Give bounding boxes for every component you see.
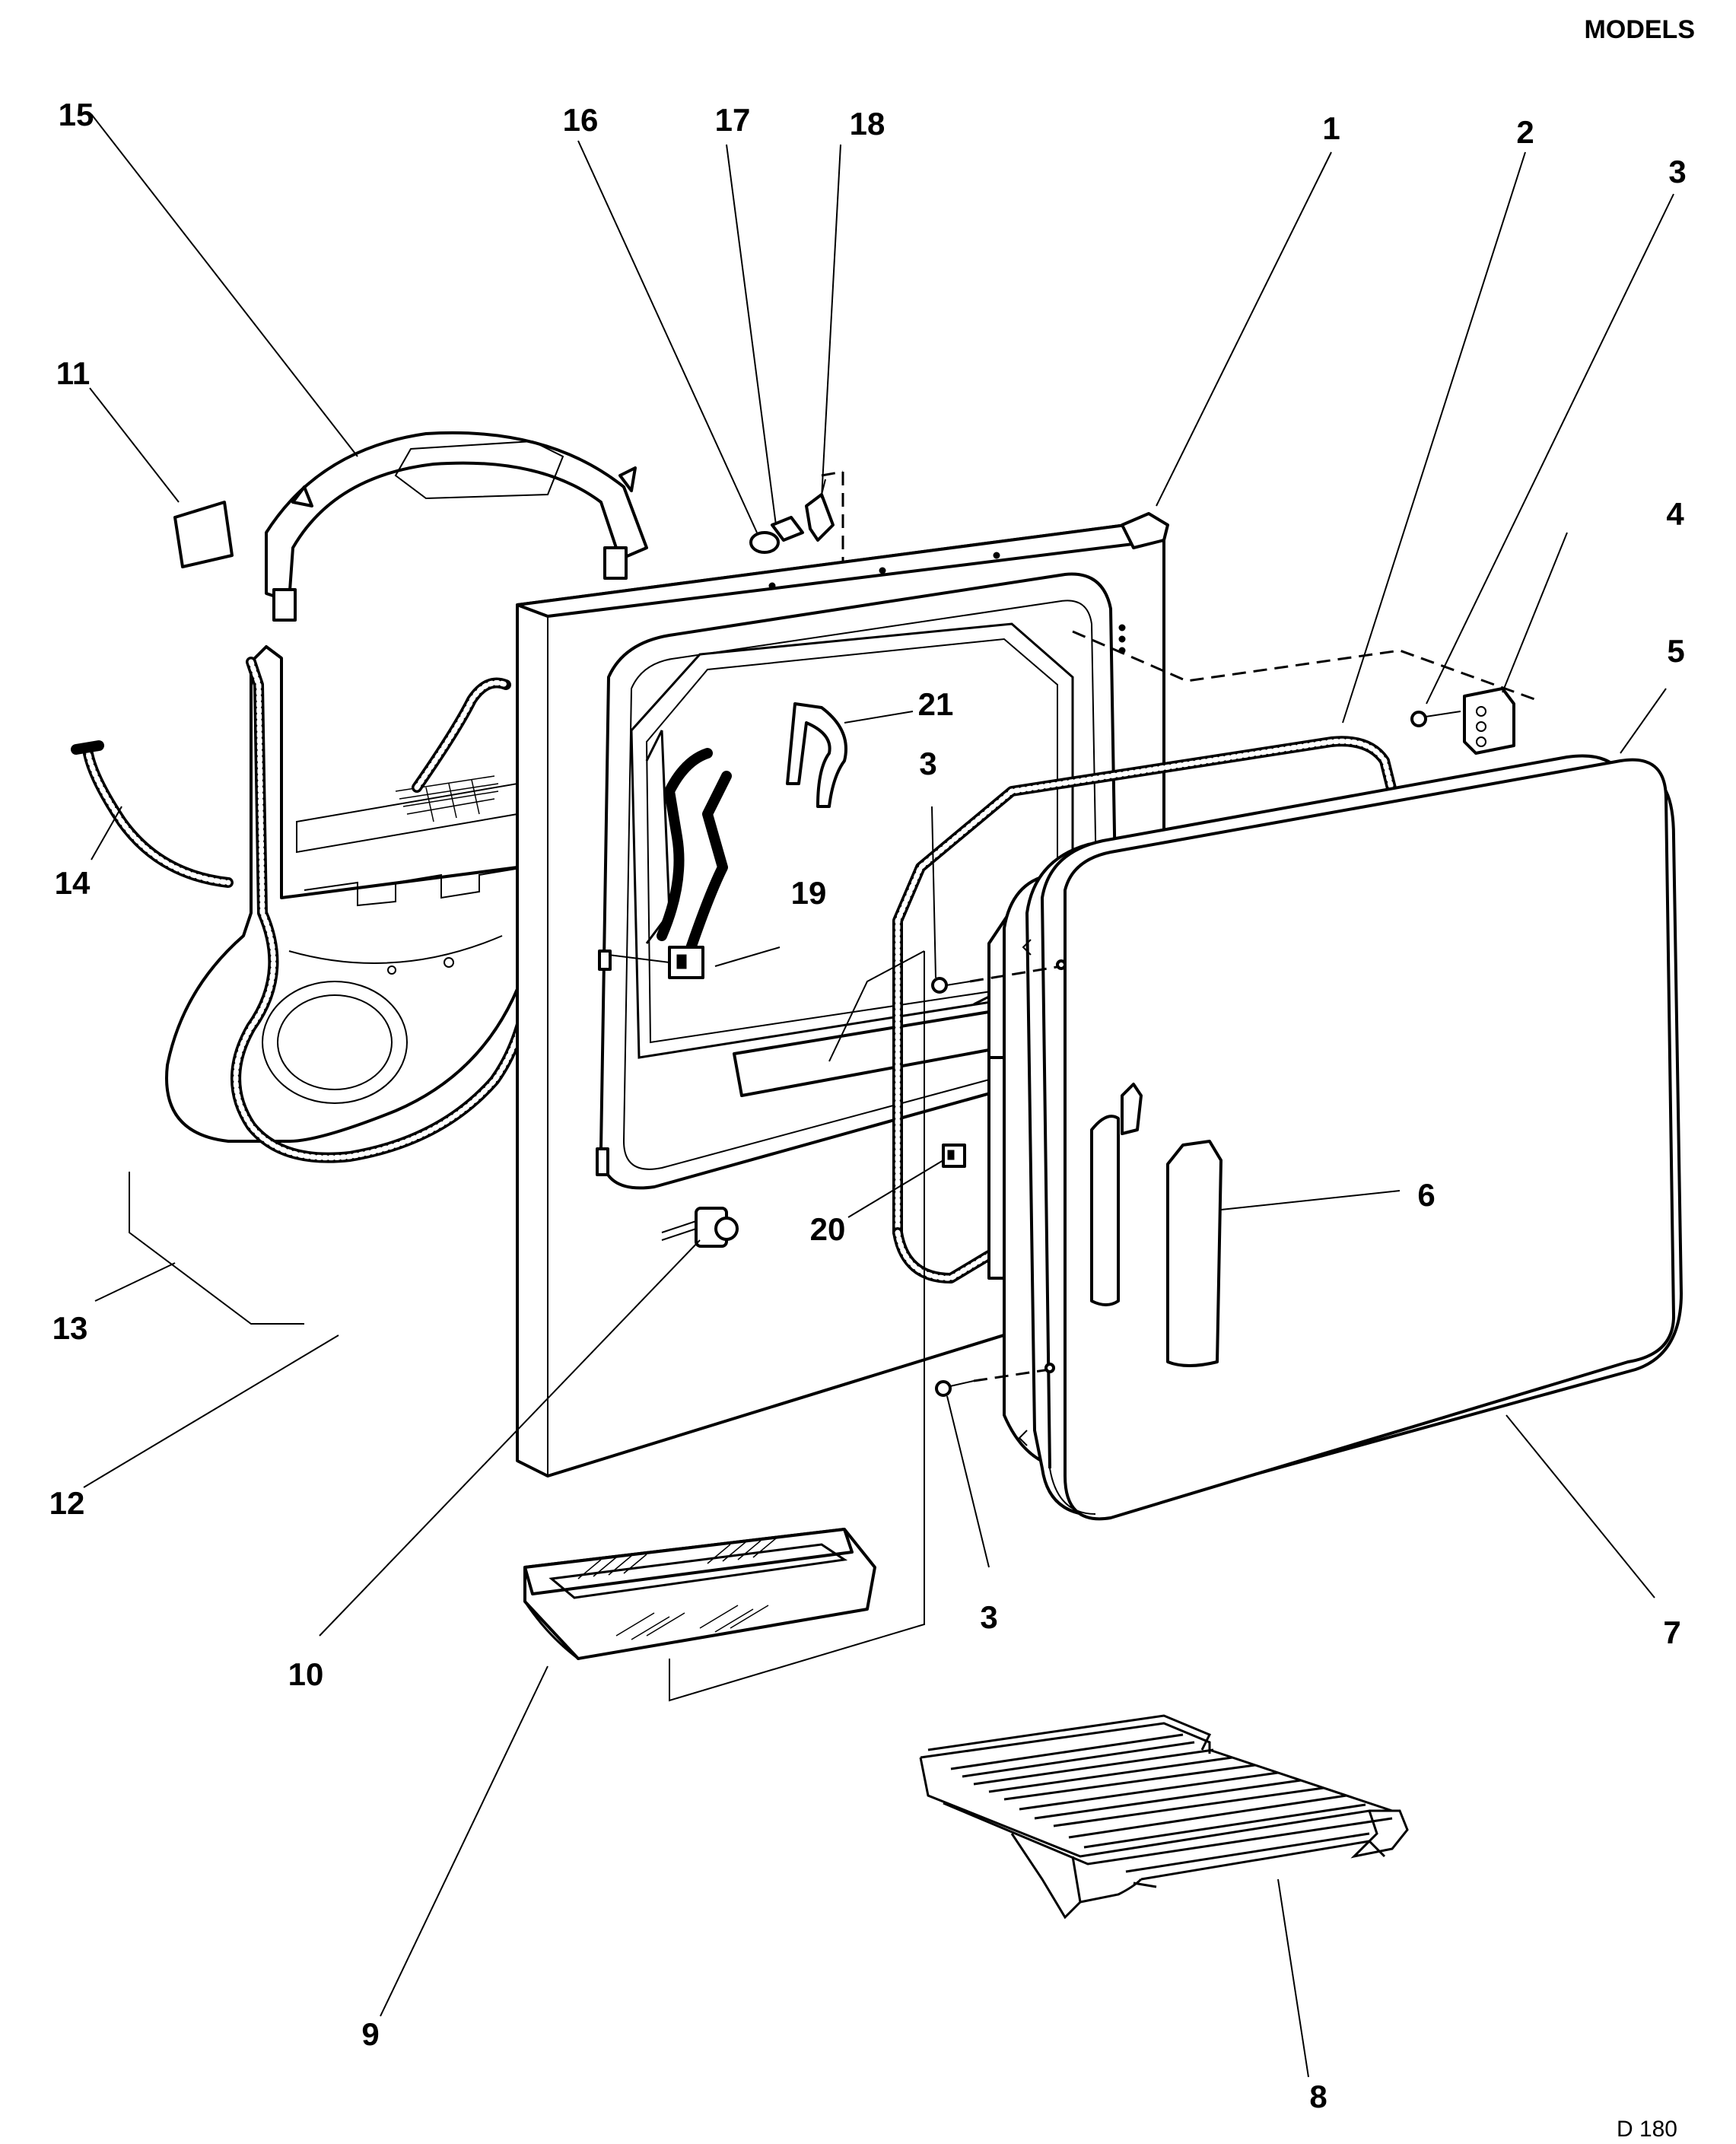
part-14-seal-strip	[71, 740, 234, 888]
leader-6	[1220, 1190, 1401, 1210]
leader-17	[726, 144, 777, 526]
callout-14: 14	[55, 865, 91, 901]
callout-8: 8	[1309, 2079, 1327, 2114]
dash-hinge-mount	[1072, 630, 1537, 701]
part-16-lamp	[749, 531, 780, 554]
callout-9: 9	[361, 2016, 379, 2052]
callout-15: 15	[59, 97, 94, 132]
part-8-drying-rack	[919, 1714, 1409, 1920]
leader-10	[319, 1239, 701, 1637]
part-6-door-handle	[1090, 1083, 1223, 1367]
part-12-drum-seal	[231, 657, 538, 1163]
callout-3-upper: 3	[919, 746, 936, 781]
part-4-hinge-block	[1463, 687, 1515, 755]
leader-9	[380, 1665, 548, 2017]
bracket-9-group	[669, 951, 925, 1702]
leader-14	[91, 806, 122, 860]
leader-3-upper	[931, 806, 936, 978]
leader-12	[83, 1334, 339, 1488]
part-3-screw-upper	[931, 959, 1067, 994]
leader-20	[847, 1159, 944, 1218]
callout-21: 21	[918, 686, 954, 722]
callout-13: 13	[52, 1310, 88, 1346]
leader-11	[89, 387, 180, 503]
callout-18: 18	[850, 106, 885, 142]
dash-lamp-mount-2	[821, 470, 844, 477]
part-15-arc-bracket	[265, 431, 648, 622]
callout-6: 6	[1417, 1177, 1435, 1213]
leader-19	[714, 946, 781, 967]
leader-3-lower	[946, 1395, 990, 1568]
callout-3-top: 3	[1668, 154, 1686, 189]
drawing-code: D 180	[1617, 2117, 1677, 2140]
part-3-screw-lower	[935, 1363, 1055, 1397]
callout-10: 10	[288, 1656, 324, 1692]
part-3-screw-hinge	[1410, 711, 1461, 727]
models-label: MODELS	[1585, 15, 1695, 44]
bracket-13-14	[129, 1172, 304, 1325]
part-18-lamp-bracket	[805, 479, 835, 542]
callout-16: 16	[563, 102, 599, 138]
part-10-control-knob	[661, 1207, 739, 1248]
leader-15	[91, 113, 358, 457]
part-9-lint-filter	[523, 1528, 876, 1660]
leader-1	[1156, 151, 1332, 507]
leader-21	[844, 711, 914, 724]
leader-18	[821, 144, 841, 499]
leader-5	[1620, 688, 1667, 754]
leader-3-top	[1426, 193, 1674, 705]
callout-4: 4	[1666, 496, 1684, 532]
callout-5: 5	[1667, 633, 1684, 669]
callout-1: 1	[1322, 110, 1340, 146]
callout-numbers: 15 16 17 18 1 2 3 11 4 5 21 3 14 19 6 20…	[49, 97, 1687, 2114]
part-21-hook-bracket	[786, 702, 847, 808]
callout-17: 17	[715, 102, 751, 138]
callout-7: 7	[1663, 1614, 1680, 1650]
bracket-9-slot	[828, 950, 925, 1062]
callout-19: 19	[791, 875, 827, 911]
leader-7	[1505, 1414, 1655, 1598]
leader-13	[94, 1262, 176, 1302]
part-13-front-bulkhead	[165, 645, 534, 1143]
part-20-door-catch	[942, 1144, 966, 1168]
part-2-door-gasket	[892, 736, 1397, 1284]
callout-11: 11	[56, 355, 90, 391]
callout-20: 20	[810, 1211, 846, 1247]
part-17-lamp-holder	[771, 516, 804, 542]
leader-lines	[83, 113, 1674, 2078]
part-19-door-switch	[608, 946, 704, 979]
leader-2	[1342, 151, 1526, 724]
callout-3-lower: 3	[980, 1599, 997, 1635]
leader-4	[1502, 532, 1568, 693]
part-11-label-strip	[173, 501, 234, 568]
callout-2: 2	[1516, 114, 1534, 150]
callout-12: 12	[49, 1485, 85, 1521]
leader-16	[577, 140, 758, 533]
wire-harness	[657, 748, 732, 972]
leader-8	[1277, 1878, 1309, 2078]
